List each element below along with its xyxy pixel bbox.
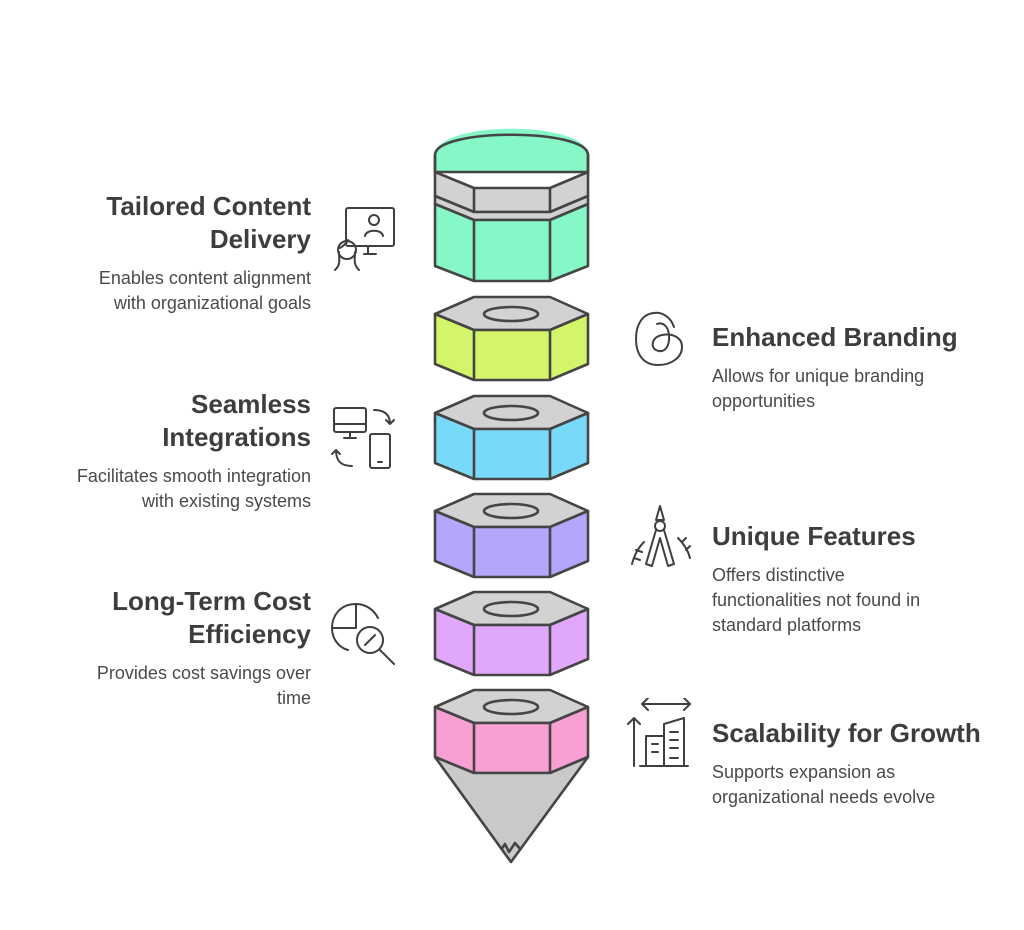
- item-scalability-for-growth: Scalability for Growth Supports expansio…: [712, 717, 1012, 810]
- item-description-line: opportunities: [712, 391, 816, 411]
- pencil-ferrule-edge: [472, 188, 552, 212]
- item-description: Allows for unique branding opportunities: [712, 364, 1012, 414]
- presentation-user-icon: [334, 207, 395, 271]
- item-description-line: functionalities not found in: [712, 590, 921, 610]
- segment-bore-hole: [482, 600, 540, 618]
- segment-bore-hole: [482, 404, 540, 422]
- item-title-line: Tailored Content: [106, 191, 311, 221]
- item-description-line: Allows for unique branding: [712, 366, 925, 386]
- item-description-line: with organizational goals: [113, 293, 311, 313]
- item-title: Unique Features: [712, 520, 1012, 553]
- item-description-line: standard platforms: [712, 615, 862, 635]
- item-description: Provides cost savings over time: [11, 661, 311, 711]
- item-description: Supports expansion as organizational nee…: [712, 760, 1012, 810]
- item-title-line: Seamless: [191, 389, 311, 419]
- segment-body-edge: [472, 330, 552, 380]
- item-title-line: Delivery: [209, 224, 311, 254]
- item-title-line: Efficiency: [188, 619, 311, 649]
- segment-body-edge: [472, 527, 552, 577]
- pencil-lead: [499, 841, 522, 854]
- item-title: Tailored Content Delivery: [11, 190, 311, 256]
- building-scale-icon: [627, 698, 691, 767]
- item-description-line: Provides cost savings over: [96, 663, 311, 683]
- item-description-line: Enables content alignment: [98, 268, 311, 288]
- item-long-term-cost-efficiency: Long-Term Cost Efficiency Provides cost …: [11, 585, 311, 711]
- item-title-line: Enhanced Branding: [712, 322, 958, 352]
- item-seamless-integrations: Seamless Integrations Facilitates smooth…: [11, 388, 311, 514]
- item-description-line: Facilitates smooth integration: [76, 466, 311, 486]
- pencil-cap-body-edge: [472, 220, 552, 281]
- item-enhanced-branding: Enhanced Branding Allows for unique bran…: [712, 321, 1012, 414]
- item-description-line: with existing systems: [141, 491, 311, 511]
- segment-bore-hole: [482, 698, 540, 716]
- item-unique-features: Unique Features Offers distinctive funct…: [712, 520, 1012, 638]
- segment-body-edge: [472, 723, 552, 773]
- item-description-line: Offers distinctive: [712, 565, 845, 585]
- multitool-icon: [631, 505, 691, 567]
- segment-body-edge: [472, 429, 552, 479]
- threads-logo-icon: [635, 311, 683, 366]
- item-title-line: Unique Features: [712, 521, 916, 551]
- pencil-cap-outline: [433, 133, 590, 172]
- chart-magnifier-icon: [331, 603, 395, 665]
- item-title-line: Scalability for Growth: [712, 718, 981, 748]
- item-description-line: Supports expansion as: [712, 762, 896, 782]
- segment-bore-hole: [482, 305, 540, 323]
- item-description: Offers distinctive functionalities not f…: [712, 563, 1012, 638]
- pencil-tip: [433, 755, 590, 864]
- item-title: Enhanced Branding: [712, 321, 1012, 354]
- item-title: Scalability for Growth: [712, 717, 1012, 750]
- item-description: Enables content alignment with organizat…: [11, 266, 311, 316]
- item-title-line: Long-Term Cost: [112, 586, 311, 616]
- item-description: Facilitates smooth integration with exis…: [11, 464, 311, 514]
- item-description-line: organizational needs evolve: [712, 787, 936, 807]
- segment-bore-hole: [482, 502, 540, 520]
- item-title: Long-Term Cost Efficiency: [11, 585, 311, 651]
- pencil-cap-top: [435, 128, 588, 155]
- segment-body-edge: [472, 625, 552, 675]
- item-description-line: time: [276, 688, 311, 708]
- item-tailored-content-delivery: Tailored Content Delivery Enables conten…: [11, 190, 311, 316]
- device-sync-icon: [331, 407, 395, 469]
- item-title: Seamless Integrations: [11, 388, 311, 454]
- item-title-line: Integrations: [162, 422, 311, 452]
